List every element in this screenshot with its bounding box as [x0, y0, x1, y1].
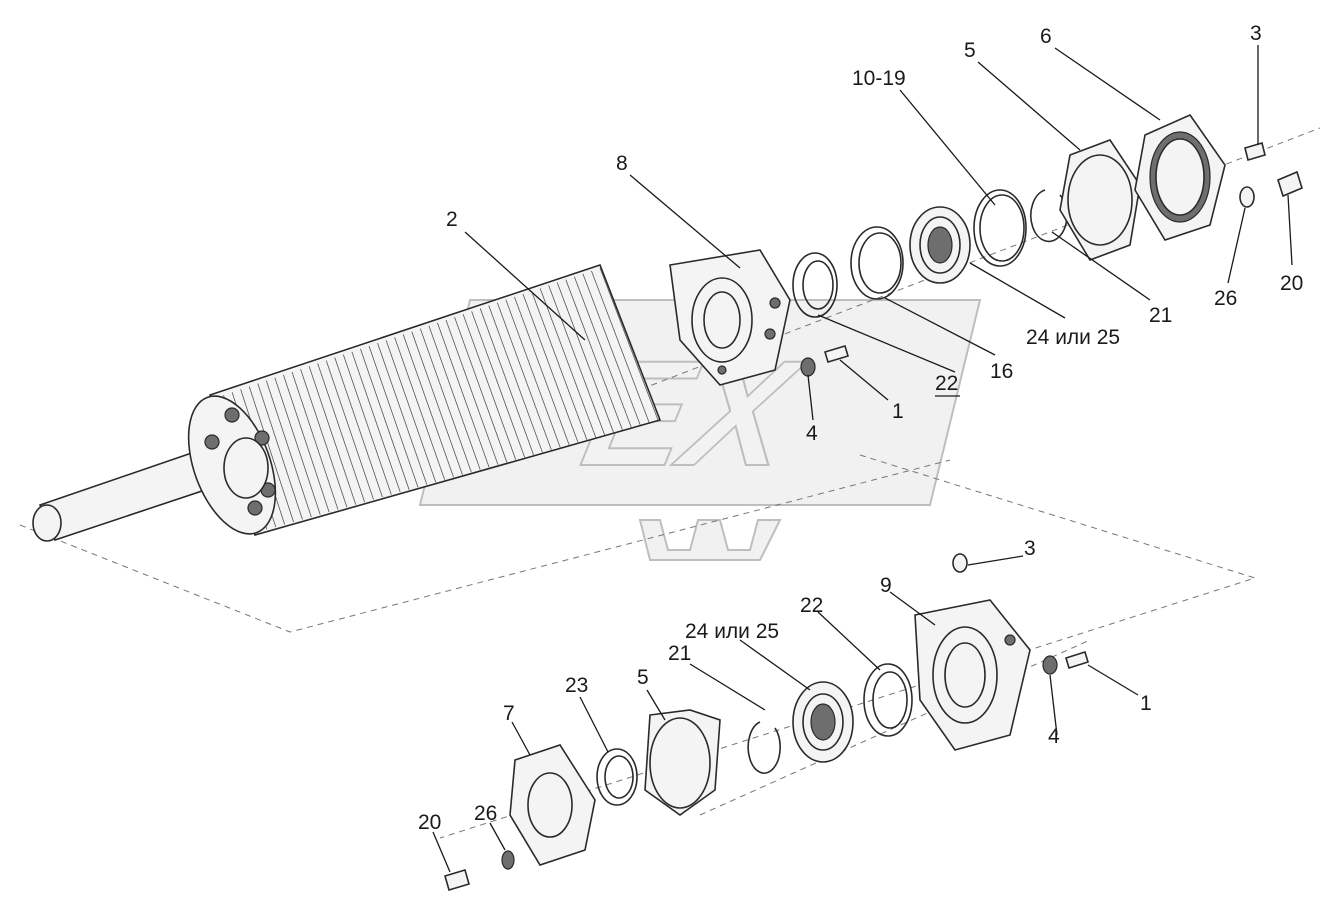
callout-9: 9	[880, 574, 892, 597]
drum-groove	[351, 351, 401, 493]
drum-groove	[548, 285, 606, 436]
ring-22-bottom	[863, 663, 913, 737]
drum-groove	[394, 337, 446, 480]
drum-groove	[556, 282, 614, 433]
drum-groove	[274, 377, 321, 515]
nut-4-bottom	[1042, 655, 1058, 675]
drum-groove	[445, 319, 499, 465]
drum-groove	[428, 325, 481, 470]
callout-24-25-top: 24 или 25	[1026, 326, 1120, 349]
drum-groove	[257, 383, 303, 520]
callout-2: 2	[446, 208, 458, 231]
gasket-5-top	[1059, 139, 1141, 261]
drum-roller	[187, 263, 662, 536]
drum-groove	[291, 371, 339, 510]
drum-groove	[377, 342, 428, 485]
drum-groove	[565, 279, 623, 431]
drum-groove	[419, 328, 472, 473]
drum-groove	[325, 360, 374, 500]
drum-groove	[248, 386, 294, 523]
callout-22-bottom: 22	[800, 594, 823, 617]
bolt-3-top	[1244, 141, 1266, 162]
circlip-21-bottom	[747, 721, 781, 774]
drum-groove	[265, 380, 312, 518]
callout-21-top: 21	[1149, 304, 1172, 327]
grease-fitting-1-bottom	[1065, 650, 1089, 670]
drum-groove	[437, 322, 490, 468]
seal-23	[596, 748, 638, 806]
drum-groove	[539, 288, 597, 438]
drum-groove	[591, 270, 650, 423]
plug-20-top	[1277, 170, 1303, 198]
cover-6	[1134, 114, 1226, 241]
callout-21-bottom: 21	[668, 642, 691, 665]
callout-4-top: 4	[806, 422, 818, 445]
callout-16: 16	[990, 360, 1013, 383]
drum-groove	[411, 331, 463, 475]
callout-1-bottom: 1	[1140, 692, 1152, 715]
bearing-housing-8	[669, 249, 791, 386]
ring-10-19	[973, 189, 1027, 267]
callout-23: 23	[565, 674, 588, 697]
gasket-5-bottom	[644, 709, 721, 816]
washer-26-bottom	[501, 850, 515, 870]
leader-lines	[432, 45, 1293, 873]
drum-groove	[599, 267, 659, 421]
grease-fitting-1-top	[824, 345, 849, 363]
bearing-24-25-bottom	[792, 681, 854, 763]
callout-6: 6	[1040, 25, 1052, 48]
ring-22-top	[792, 252, 838, 318]
callout-24-25-bottom: 24 или 25	[685, 620, 779, 643]
ring-16	[850, 226, 904, 300]
drum-groove	[514, 296, 570, 446]
drum-groove	[317, 363, 366, 503]
drum-groove	[454, 316, 508, 463]
callout-8: 8	[616, 152, 628, 175]
callout-5-top: 5	[964, 39, 976, 62]
callout-3-top: 3	[1250, 22, 1262, 45]
drum-groove	[522, 293, 579, 443]
callout-26-bottom: 26	[474, 802, 497, 825]
drum-groove	[334, 357, 383, 498]
drum-groove	[368, 345, 419, 488]
drum-groove	[385, 340, 437, 483]
cover-7	[509, 744, 596, 866]
drum-groove	[283, 374, 330, 513]
drum-groove	[300, 368, 348, 508]
drum-groove	[402, 334, 454, 478]
callout-3-bottom: 3	[1024, 537, 1036, 560]
callout-26-top: 26	[1214, 287, 1237, 310]
drum-groove	[342, 354, 392, 495]
bolt-3-bottom	[952, 553, 968, 573]
callout-5-bottom: 5	[637, 666, 649, 689]
callout-20-top: 20	[1280, 272, 1303, 295]
drum-groove	[582, 273, 641, 426]
drum-groove	[496, 302, 552, 451]
drum-groove	[531, 290, 588, 441]
callout-20-bottom: 20	[418, 811, 441, 834]
bearing-housing-9	[914, 599, 1031, 751]
callout-22-top: 22	[935, 372, 958, 395]
bolt-20-bottom	[444, 869, 470, 891]
drum-groove	[505, 299, 561, 448]
drum-groove	[308, 366, 357, 505]
callout-4-bottom: 4	[1048, 725, 1060, 748]
drum-groove	[573, 276, 632, 428]
callout-1-top: 1	[892, 400, 904, 423]
callout-labels: 2 8 10-19 5 6 3 20 26 21 24 или 25 16 22…	[418, 22, 1303, 834]
nut-4-top	[800, 357, 816, 377]
drum-groove	[471, 311, 526, 458]
drum-groove	[360, 348, 410, 490]
washer-26-top	[1239, 186, 1255, 208]
drum-groove	[488, 305, 543, 453]
bearing-24-25-top	[909, 206, 971, 284]
callout-7: 7	[503, 702, 515, 725]
drum-groove	[479, 308, 534, 455]
callout-10-19: 10-19	[852, 67, 906, 90]
drum-groove	[462, 314, 517, 460]
